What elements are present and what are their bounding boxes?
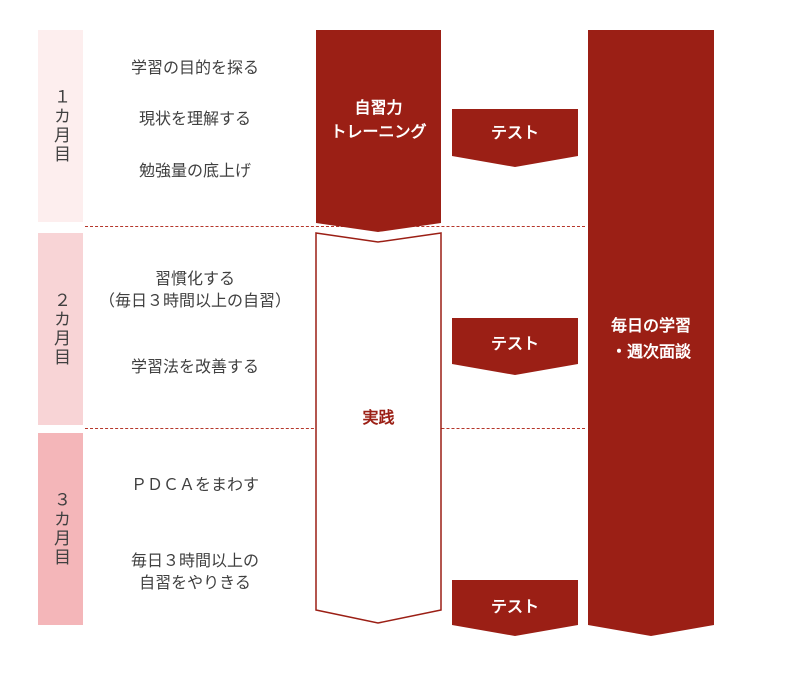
test-label-2: テスト	[490, 334, 539, 353]
daily-study-label: 毎日の学習 ・週次面談	[610, 316, 691, 361]
month-2-label: ２カ月目	[50, 291, 70, 367]
practice-arrow	[315, 232, 442, 624]
month-2-box: ２カ月目	[38, 233, 83, 425]
item-pdca: ＰＤＣＡをまわす	[130, 475, 259, 494]
test-arrow-2	[452, 318, 578, 375]
daily-study-arrow	[588, 30, 714, 636]
test-label-3: テスト	[490, 597, 539, 616]
practice-label: 実践	[362, 408, 395, 427]
item-improve-method: 学習法を改善する	[130, 357, 259, 376]
training-label: 自習力 トレーニング	[330, 98, 427, 141]
item-understand-status: 現状を理解する	[138, 109, 251, 128]
month-3-label: ３カ月目	[50, 491, 70, 567]
item-complete-study: 毎日３時間以上の 自習をやりきる	[130, 551, 259, 592]
item-raise-volume: 勉強量の底上げ	[138, 161, 251, 180]
item-make-habit: 習慣化する （毎日３時間以上の自習）	[98, 269, 291, 310]
month-1-box: １カ月目	[38, 30, 83, 222]
test-arrow-1	[452, 109, 578, 167]
training-arrow	[316, 30, 441, 232]
item-purpose: 学習の目的を探る	[130, 58, 259, 77]
month-divider-1	[85, 226, 585, 227]
test-arrow-3	[452, 580, 578, 636]
test-label-1: テスト	[490, 123, 539, 142]
month-1-label: １カ月目	[50, 88, 70, 164]
month-3-box: ３カ月目	[38, 433, 83, 625]
